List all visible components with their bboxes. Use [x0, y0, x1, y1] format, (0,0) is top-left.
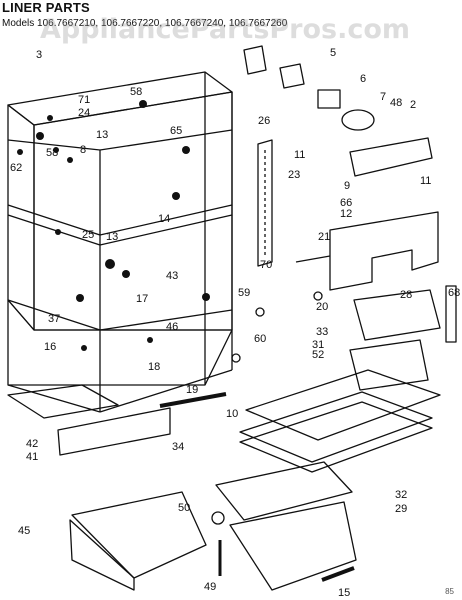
callout-49: 49	[204, 581, 216, 593]
callout-66: 66	[340, 197, 352, 209]
callout-13: 13	[106, 231, 118, 243]
callout-6: 6	[360, 73, 366, 85]
callout-65: 65	[170, 125, 182, 137]
callout-45: 45	[18, 525, 30, 537]
callout-25: 25	[82, 229, 94, 241]
ice-trays	[349, 285, 457, 391]
callout-18: 18	[148, 361, 160, 373]
callout-33: 33	[316, 326, 328, 338]
callout-13: 13	[96, 129, 108, 141]
callout-20: 20	[316, 301, 328, 313]
callout-14: 14	[158, 213, 170, 225]
callout-43: 43	[166, 270, 178, 282]
callout-5: 5	[330, 47, 336, 59]
callout-41: 41	[26, 451, 38, 463]
callout-2: 2	[410, 99, 416, 111]
watermark: AppliancePartsPros.com	[40, 14, 411, 45]
callout-19: 19	[186, 384, 198, 396]
callout-62: 62	[10, 162, 22, 174]
callout-70: 70	[260, 259, 272, 271]
model-numbers: Models 106.7667210, 106.7667220, 106.766…	[2, 18, 288, 29]
callout-15: 15	[338, 587, 350, 599]
callout-48: 48	[390, 97, 402, 109]
callout-42: 42	[26, 438, 38, 450]
callout-37: 37	[48, 313, 60, 325]
callout-12: 12	[340, 208, 352, 220]
callout-26: 26	[258, 115, 270, 127]
callout-16: 16	[44, 341, 56, 353]
callout-31: 31	[312, 339, 324, 351]
callout-17: 17	[136, 293, 148, 305]
callout-21: 21	[318, 231, 330, 243]
crisper-pans	[69, 461, 357, 591]
callout-8: 8	[80, 144, 86, 156]
callout-58: 58	[130, 86, 142, 98]
cabinet-liner	[7, 71, 233, 413]
cabinet-hardware	[17, 100, 210, 351]
callout-52: 52	[312, 349, 324, 361]
callout-34: 34	[172, 441, 184, 453]
callout-59: 59	[238, 287, 250, 299]
fan-assembly	[243, 45, 375, 131]
callout-11: 11	[420, 175, 431, 187]
callout-58: 58	[46, 147, 58, 159]
callout-23: 23	[288, 169, 300, 181]
rods-hardware	[159, 291, 355, 582]
callout-68: 68	[448, 287, 460, 299]
callout-46: 46	[166, 321, 178, 333]
callout-3: 3	[36, 49, 42, 61]
callout-50: 50	[178, 502, 190, 514]
callout-24: 24	[78, 107, 90, 119]
callout-60: 60	[254, 333, 266, 345]
footer-code: 85	[445, 587, 454, 596]
callout-32: 32	[395, 489, 407, 501]
evaporator-panel	[295, 137, 439, 291]
callout-11: 11	[294, 149, 305, 161]
callout-9: 9	[344, 180, 350, 192]
diagram-title: LINER PARTS	[2, 0, 90, 15]
callout-29: 29	[395, 503, 407, 515]
air-duct	[257, 139, 273, 267]
callout-7: 7	[380, 91, 386, 103]
shelves	[7, 369, 441, 473]
callout-10: 10	[226, 408, 238, 420]
callout-28: 28	[400, 289, 412, 301]
callout-71: 71	[78, 94, 90, 106]
